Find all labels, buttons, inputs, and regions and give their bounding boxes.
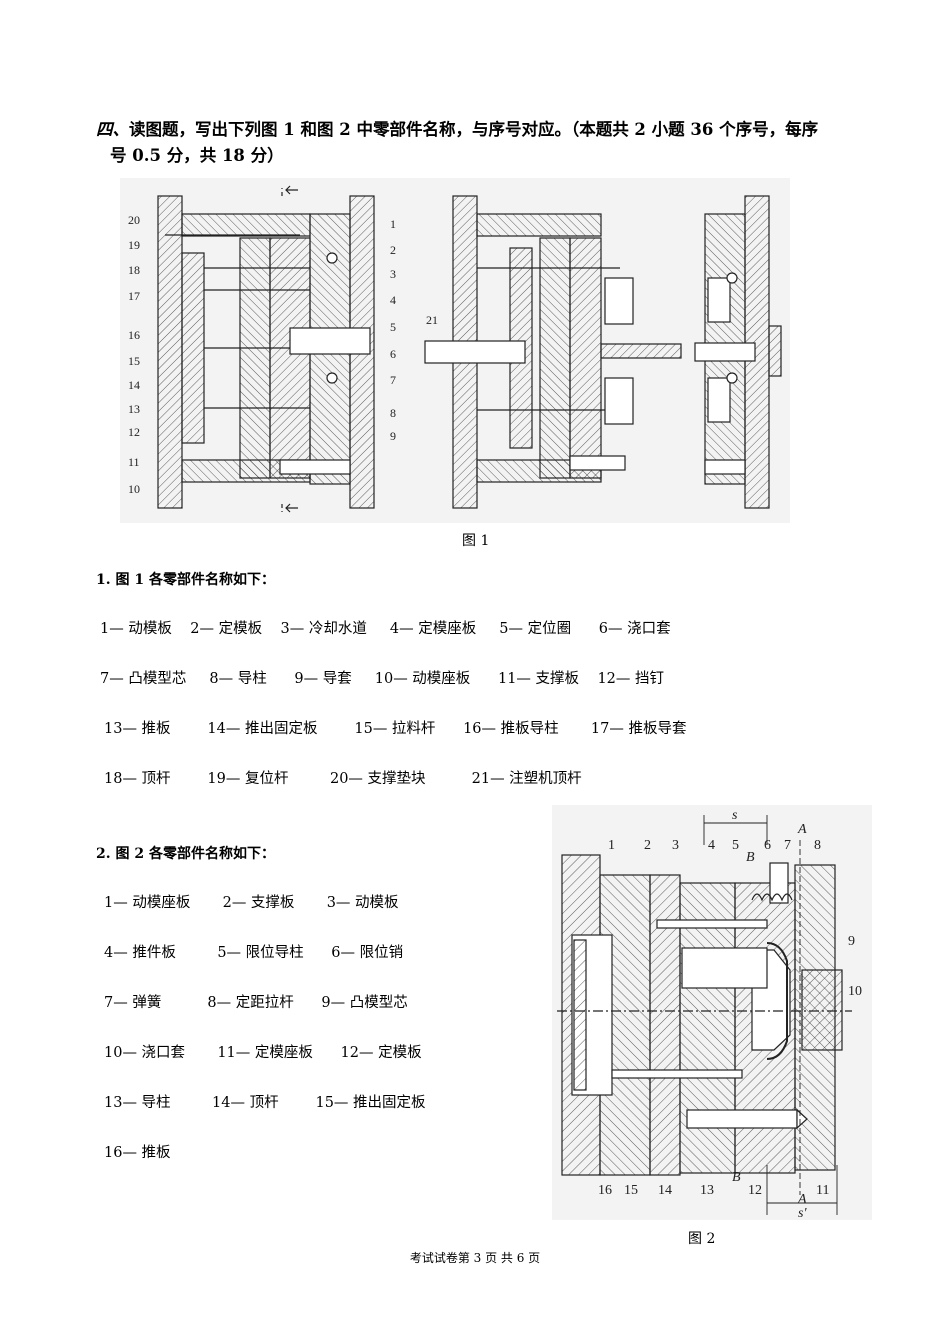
callout-12: 12	[128, 425, 140, 439]
callout-13: 13	[128, 402, 140, 416]
callout-8: 8	[814, 838, 821, 853]
question-text-line2: 号 0.5 分，共 18 分）	[110, 146, 284, 165]
callout-10: 10	[848, 984, 862, 999]
section-2-row: 1— 动模座板 2— 支撑板 3— 动模板	[104, 895, 399, 911]
section-1-row: 13— 推板 14— 推出固定板 15— 拉料杆 16— 推板导柱 17— 推板…	[104, 721, 687, 737]
mold-fixed-half-view	[694, 195, 782, 509]
callout-15: 15	[128, 354, 140, 368]
dim-s: s	[732, 808, 738, 823]
section-2-row: 4— 推件板 5— 限位导柱 6— 限位销	[104, 945, 404, 961]
figure-2-callouts-bottom: 16 15 14 13 12 11	[598, 1183, 829, 1198]
section-2-row: 13— 导柱 14— 顶杆 15— 推出固定板	[104, 1095, 426, 1111]
dim-s-prime: s'	[798, 1206, 807, 1220]
callout-5: 5	[732, 838, 739, 853]
figure-2-dimensions: s s' A A B B	[732, 808, 807, 1221]
callout-14: 14	[128, 378, 140, 392]
callout-16: 16	[128, 328, 140, 342]
figure-1-callouts-left: 20 19 18 17 16 15 14 13 12 11 10	[128, 213, 140, 496]
mold-diagram-1: 20 19 18 17 16 15 14 13 12 11 10 1 2 3 4…	[120, 178, 790, 523]
callout-6: 6	[390, 347, 396, 361]
section-mark-b-bottom: B	[732, 1170, 741, 1185]
callout-7: 7	[390, 373, 396, 387]
question-text-line1: 读图题，写出下列图 1 和图 2 中零部件名称，与序号对应。（本题共 2 小题 …	[129, 120, 819, 139]
page-footer: 考试试卷第 3 页 共 6 页	[409, 1251, 541, 1265]
figure-1: 20 19 18 17 16 15 14 13 12 11 10 1 2 3 4…	[120, 178, 790, 523]
callout-15: 15	[624, 1183, 638, 1198]
callout-18: 18	[128, 263, 140, 277]
callout-5: 5	[390, 320, 396, 334]
figure-2-callouts-right: 9 10	[848, 934, 862, 999]
callout-1: 1	[608, 838, 615, 853]
dimension-lines	[703, 815, 838, 1215]
callout-11: 11	[128, 455, 140, 469]
section-1-heading: 1. 图 1 各零部件名称如下：	[96, 572, 275, 588]
section-2-row: 10— 浇口套 11— 定模座板 12— 定模板	[104, 1045, 422, 1061]
callout-17: 17	[128, 289, 140, 303]
figure-1-caption: 图 1	[462, 533, 490, 549]
callout-13: 13	[700, 1183, 714, 1198]
callout-1: 1	[390, 217, 396, 231]
callout-9: 9	[390, 429, 396, 443]
callout-20: 20	[128, 213, 140, 227]
mold-2-body	[557, 854, 852, 1176]
question-number: 四、	[96, 120, 129, 139]
mold-ejection-view	[424, 195, 682, 509]
section-mark-b-top: B	[746, 850, 755, 865]
callout-19: 19	[128, 238, 140, 252]
mold-diagram-2: s s' A A B B 1 2 3 4 5 6 7 8 9 10 16 15 …	[552, 805, 872, 1221]
section-1-row: 1— 动模板 2— 定模板 3— 冷却水道 4— 定模座板 5— 定位圈 6— …	[100, 621, 671, 637]
figure-2: s s' A A B B 1 2 3 4 5 6 7 8 9 10 16 15 …	[552, 805, 872, 1221]
callout-3: 3	[672, 838, 679, 853]
callout-2: 2	[390, 243, 396, 257]
callout-10: 10	[128, 482, 140, 496]
section-1-row: 7— 凸模型芯 8— 导柱 9— 导套 10— 动模座板 11— 支撑板 12—…	[100, 671, 665, 687]
callout-14: 14	[658, 1183, 672, 1198]
question-title: 四、读图题，写出下列图 1 和图 2 中零部件名称，与序号对应。（本题共 2 小…	[96, 117, 876, 169]
callout-21: 21	[426, 313, 438, 327]
callout-16: 16	[598, 1183, 612, 1198]
mold-closed-view	[157, 185, 375, 513]
section-mark-a-bottom: A	[797, 1192, 807, 1207]
section-1-row: 18— 顶杆 19— 复位杆 20— 支撑垫块 21— 注塑机顶杆	[104, 771, 582, 787]
figure-1-callouts-right: 1 2 3 4 5 6 7 8 9	[390, 217, 396, 443]
callout-8: 8	[390, 406, 396, 420]
callout-3: 3	[390, 267, 396, 281]
section-mark-a-top: A	[797, 822, 807, 837]
callout-7: 7	[784, 838, 791, 853]
callout-11: 11	[816, 1183, 829, 1198]
section-2-row: 16— 推板	[104, 1145, 171, 1161]
callout-4: 4	[708, 838, 715, 853]
figure-2-caption: 图 2	[688, 1231, 716, 1247]
callout-4: 4	[390, 293, 396, 307]
section-2-row: 7— 弹簧 8— 定距拉杆 9— 凸模型芯	[104, 995, 408, 1011]
callout-2: 2	[644, 838, 651, 853]
figure-2-callouts-top: 1 2 3 4 5 6 7 8	[608, 838, 821, 853]
section-2-heading: 2. 图 2 各零部件名称如下：	[96, 846, 275, 862]
callout-9: 9	[848, 934, 855, 949]
callout-12: 12	[748, 1183, 762, 1198]
callout-6: 6	[764, 838, 771, 853]
